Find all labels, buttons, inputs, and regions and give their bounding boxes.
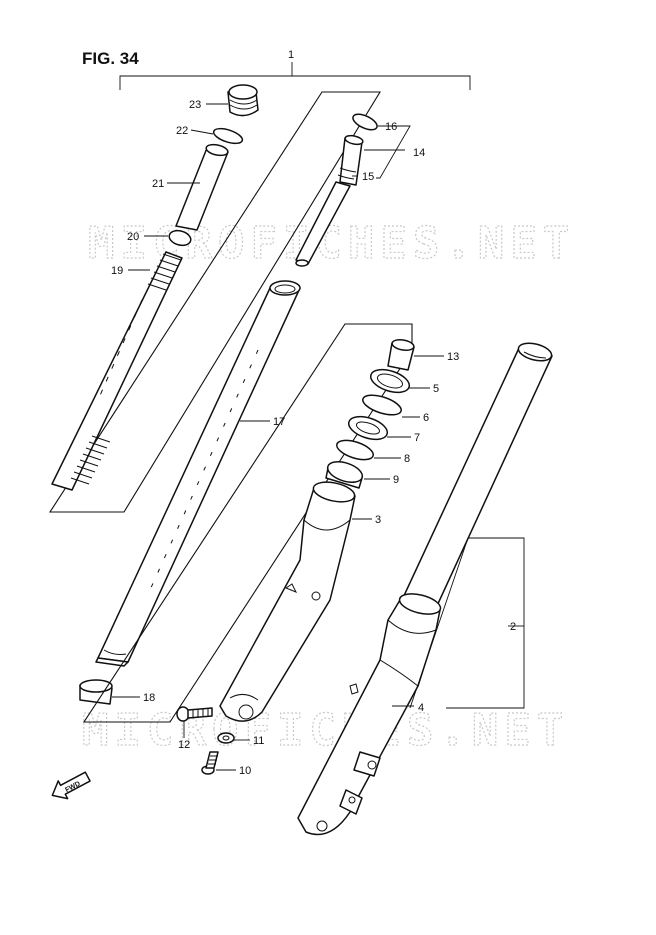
cap-bolt-part[interactable] (227, 84, 259, 117)
callout-23[interactable]: 23 (189, 99, 201, 111)
fork-right-outer-tube-part[interactable] (297, 590, 443, 836)
damper-rod-bolt-part[interactable] (201, 751, 219, 775)
callout-1[interactable]: 1 (288, 49, 294, 61)
spring-seat-part[interactable] (168, 228, 193, 247)
callout-15[interactable]: 15 (362, 171, 374, 183)
callout-14[interactable]: 14 (413, 147, 425, 159)
callout-22[interactable]: 22 (176, 125, 188, 137)
callout-3[interactable]: 3 (375, 514, 381, 526)
fwd-direction-arrow-icon: FWD (51, 771, 91, 800)
rod-o-ring-part[interactable] (351, 111, 380, 133)
callout-10[interactable]: 10 (239, 765, 251, 777)
callout-6[interactable]: 6 (423, 412, 429, 424)
oil-lock-piece-part[interactable] (387, 338, 415, 371)
callout-9[interactable]: 9 (393, 474, 399, 486)
fork-right-bracket (409, 537, 525, 709)
seal-spacer-part[interactable] (334, 437, 375, 464)
spacer-tube-part[interactable] (175, 143, 229, 231)
inner-tube-part[interactable] (95, 280, 301, 667)
callout-19[interactable]: 19 (111, 265, 123, 277)
callout-18[interactable]: 18 (143, 692, 155, 704)
callout-7[interactable]: 7 (414, 432, 420, 444)
o-ring-part[interactable] (212, 126, 244, 147)
oil-seal-part[interactable] (346, 412, 390, 443)
watermark-bottom: MICROFICHES.NET (82, 705, 569, 756)
assembly-bracket (119, 62, 471, 90)
callout-13[interactable]: 13 (447, 351, 459, 363)
callout-21[interactable]: 21 (152, 178, 164, 190)
figure-title: FIG. 34 (82, 49, 139, 68)
guide-bushing-part[interactable] (325, 458, 365, 489)
slide-bushing-part[interactable] (79, 679, 113, 705)
dust-seal-part[interactable] (368, 365, 412, 396)
stopper-ring-part[interactable] (361, 391, 404, 419)
fork-spring-part[interactable] (51, 251, 183, 491)
callout-2[interactable]: 2 (510, 621, 516, 633)
callout-5[interactable]: 5 (433, 383, 439, 395)
fork-right-inner-tube-part[interactable] (401, 340, 553, 609)
callout-11[interactable]: 11 (253, 735, 264, 747)
callout-16[interactable]: 16 (385, 121, 397, 133)
outer-tube-left-part[interactable] (219, 479, 356, 722)
gasket-washer-part[interactable] (217, 732, 235, 744)
damper-rod-part[interactable] (295, 134, 364, 267)
spring-kit-outline (48, 91, 381, 513)
seal-kit-outline (82, 323, 413, 723)
callout-8[interactable]: 8 (404, 453, 410, 465)
callout-20[interactable]: 20 (127, 231, 139, 243)
callout-4[interactable]: 4 (418, 702, 424, 714)
callout-12[interactable]: 12 (178, 739, 190, 751)
drain-bolt-part[interactable] (176, 706, 213, 722)
